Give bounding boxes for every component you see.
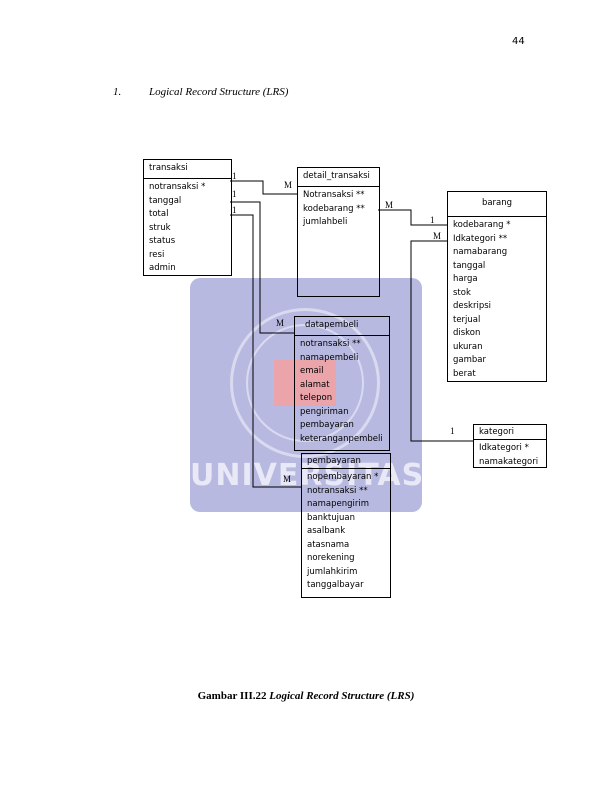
card-b-k-1: 1: [450, 426, 455, 436]
field: tanggalbayar: [307, 580, 364, 590]
field: harga: [453, 274, 478, 284]
card-dt-b-1: 1: [430, 215, 435, 225]
card-dt-b-m: M: [385, 200, 394, 210]
line-transaksi-detail: [230, 180, 297, 195]
field: kodebarang *: [453, 220, 511, 230]
field: status: [149, 236, 176, 246]
field: telepon: [300, 393, 333, 403]
watermark-seal-inner-ring: [246, 324, 364, 442]
line-transaksi-datapembeli: [230, 201, 294, 334]
field: tanggal: [453, 260, 486, 271]
entity-barang: barang kodebarang * Idkategori ** namaba…: [447, 191, 547, 382]
entity-pembayaran: pembayaran nopembayaran * notransaksi **…: [301, 453, 391, 598]
field: namapembeli: [300, 352, 359, 363]
watermark-text: UNIVERSITAS: [190, 458, 425, 493]
entity-title: kategori: [474, 425, 546, 440]
field: notransaksi **: [307, 485, 368, 496]
section-title: Logical Record Structure (LRS): [149, 86, 289, 98]
caption-title: Logical Record Structure (LRS): [269, 690, 415, 702]
entity-title: transaksi: [144, 160, 231, 179]
card-t-p-1: 1: [232, 205, 237, 215]
entity-fields: notransaksi ** namapembeli email alamat …: [295, 336, 389, 448]
card-b-k-m: M: [433, 231, 442, 241]
line-detail-barang: [378, 209, 447, 226]
caption-prefix: Gambar III.22: [197, 690, 270, 702]
field: norekening: [307, 553, 355, 563]
field: Idkategori **: [453, 233, 508, 244]
field: Idkategori *: [479, 443, 529, 453]
field: diskon: [453, 328, 481, 338]
field: namapengirim: [307, 499, 369, 509]
field: pengiriman: [300, 406, 349, 417]
entity-fields: Idkategori * namakategori: [474, 440, 546, 471]
entity-kategori: kategori Idkategori * namakategori: [473, 424, 547, 468]
entity-title: detail_transaksi: [298, 168, 379, 187]
field: berat: [453, 368, 476, 379]
field: ukuran: [453, 341, 483, 352]
card-t-dt-m: M: [284, 180, 293, 190]
field: notransaksi *: [149, 182, 206, 192]
section-number: 1.: [113, 86, 122, 98]
watermark: UNIVERSITAS: [190, 278, 425, 512]
entity-title: datapembeli: [295, 317, 389, 336]
field: notransaksi **: [300, 339, 361, 349]
entity-fields: nopembayaran * notransaksi ** namapengir…: [302, 469, 390, 595]
field: terjual: [453, 314, 481, 325]
field: keteranganpembeli: [300, 433, 383, 444]
entity-fields: Notransaksi ** kodebarang ** jumlahbeli: [298, 187, 379, 232]
card-t-dp-m: M: [276, 318, 285, 328]
watermark-logo: [274, 360, 336, 406]
field: admin: [149, 263, 176, 273]
field: kodebarang **: [303, 203, 365, 214]
entity-fields: kodebarang * Idkategori ** namabarang ta…: [448, 217, 546, 383]
entity-fields: notransaksi * tanggal total struk status…: [144, 179, 231, 278]
field: atasnama: [307, 539, 350, 550]
figure-caption: Gambar III.22 Logical Record Structure (…: [0, 690, 612, 702]
field: namabarang: [453, 247, 508, 257]
entity-title: pembayaran: [302, 454, 390, 469]
field: deskripsi: [453, 301, 492, 311]
entity-datapembeli: datapembeli notransaksi ** namapembeli e…: [294, 316, 390, 451]
field: email: [300, 366, 324, 376]
card-t-dp-1: 1: [232, 189, 237, 199]
field: namakategori: [479, 456, 539, 467]
field: jumlahbeli: [303, 217, 348, 227]
card-t-p-m: M: [283, 474, 292, 484]
field: resi: [149, 249, 165, 260]
field: total: [149, 209, 169, 219]
field: banktujuan: [307, 512, 355, 523]
field: jumlahkirim: [307, 566, 358, 577]
line-transaksi-pembayaran: [230, 214, 301, 488]
field: stok: [453, 287, 471, 298]
field: struk: [149, 222, 171, 233]
field: alamat: [300, 379, 330, 390]
card-t-dt-1: 1: [232, 171, 237, 181]
line-barang-kategori: [410, 240, 473, 442]
field: gambar: [453, 355, 486, 365]
field: nopembayaran *: [307, 472, 379, 482]
field: pembayaran: [300, 420, 354, 430]
field: asalbank: [307, 526, 346, 536]
entity-transaksi: transaksi notransaksi * tanggal total st…: [143, 159, 232, 276]
page-number: 44: [512, 36, 525, 47]
field: tanggal: [149, 195, 182, 206]
section-heading: 1. Logical Record Structure (LRS): [113, 86, 288, 98]
field: Notransaksi **: [303, 190, 365, 200]
entity-title: barang: [448, 192, 546, 217]
watermark-seal-ring: [230, 308, 380, 458]
entity-detail-transaksi: detail_transaksi Notransaksi ** kodebara…: [297, 167, 380, 297]
